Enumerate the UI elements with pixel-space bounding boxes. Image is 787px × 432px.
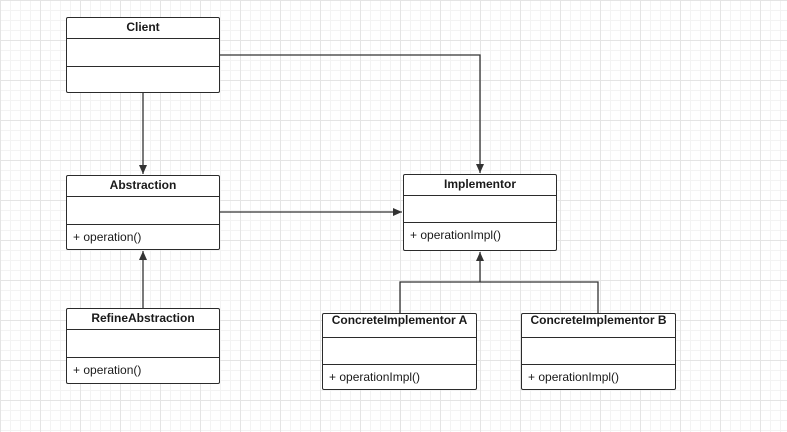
class-operation: + operationImpl() (329, 370, 421, 384)
class-name: Client (67, 18, 219, 39)
class-client[interactable]: Client (66, 17, 220, 93)
generalization-concrete-a (399, 281, 480, 313)
class-attributes (67, 39, 219, 67)
class-concrete-implementor-b[interactable]: ConcreteImplementor B + operationImpl() (521, 313, 676, 390)
class-name: Abstraction (67, 176, 219, 197)
class-attributes (67, 197, 219, 225)
class-concrete-implementor-a[interactable]: ConcreteImplementor A + operationImpl() (322, 313, 477, 390)
class-name: Implementor (404, 175, 556, 196)
class-abstraction[interactable]: Abstraction + operation() (66, 175, 220, 250)
class-operation: + operation() (73, 230, 142, 244)
class-name: ConcreteImplementor B (522, 314, 675, 338)
class-attributes (404, 196, 556, 223)
class-name: ConcreteImplementor A (323, 314, 476, 338)
class-implementor[interactable]: Implementor + operationImpl() (403, 174, 557, 251)
class-attributes (323, 338, 476, 365)
class-operation: + operationImpl() (528, 370, 620, 384)
class-attributes (67, 330, 219, 358)
class-operations (67, 67, 219, 92)
class-operation: + operation() (73, 363, 142, 377)
class-attributes (522, 338, 675, 365)
class-name: RefineAbstraction (67, 309, 219, 330)
generalization-concrete-b (480, 281, 599, 313)
association-client-implementor (220, 54, 484, 173)
class-operation: + operationImpl() (410, 228, 502, 242)
class-refine-abstraction[interactable]: RefineAbstraction + operation() (66, 308, 220, 384)
